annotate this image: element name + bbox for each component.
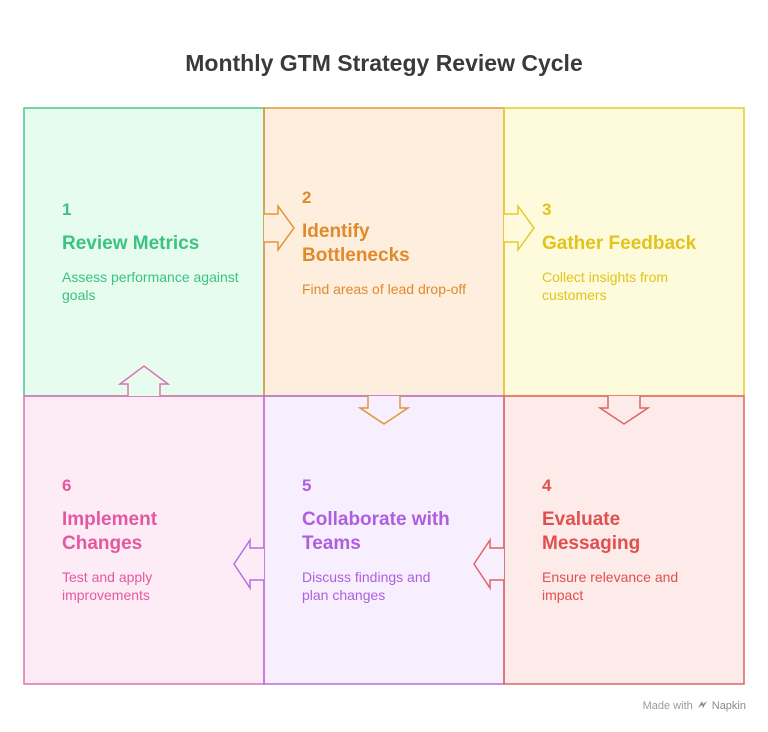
cell-6 (24, 396, 264, 684)
step-description: Find areas of lead drop-off (302, 281, 466, 297)
arrow-right-2-3 (504, 203, 535, 253)
step-6: 6 Implement Changes Test and apply impro… (62, 476, 222, 604)
arrow-right-1-2 (264, 203, 295, 253)
step-description: Discuss findings and plan changes (302, 569, 431, 603)
footer-brand: Napkin (711, 700, 746, 712)
arrow-left-4-5 (473, 537, 504, 591)
step-heading: Identify Bottlenecks (302, 221, 410, 266)
napkin-logo-icon (697, 699, 708, 713)
step-description: Collect insights from customers (542, 269, 669, 303)
step-number: 1 (62, 200, 72, 219)
cell-2 (264, 108, 504, 396)
step-heading: Review Metrics (62, 233, 200, 254)
step-heading: Evaluate Messaging (542, 509, 641, 554)
cell-3 (504, 108, 744, 396)
step-number: 3 (542, 200, 552, 219)
cell-4 (504, 396, 744, 684)
step-1: 1 Review Metrics Assess performance agai… (62, 200, 262, 304)
step-5: 5 Collaborate with Teams Discuss finding… (302, 476, 472, 604)
step-number: 4 (542, 476, 552, 495)
diagram-title: Monthly GTM Strategy Review Cycle (185, 50, 583, 76)
step-number: 6 (62, 476, 72, 495)
footer-credit: Made with Napkin (643, 699, 746, 713)
step-heading: Collaborate with Teams (302, 509, 450, 554)
arrow-down-2-5 (357, 396, 411, 425)
footer-made-with: Made with (642, 700, 693, 712)
step-number: 2 (302, 188, 312, 207)
step-4: 4 Evaluate Messaging Ensure relevance an… (542, 476, 712, 604)
cell-1 (24, 108, 264, 396)
step-description: Ensure relevance and impact (542, 569, 679, 603)
step-3: 3 Gather Feedback Collect insights from … (542, 200, 742, 304)
step-heading: Gather Feedback (542, 233, 697, 254)
arrow-down-3-4 (597, 396, 651, 425)
step-2: 2 Identify Bottlenecks Find areas of lea… (302, 188, 482, 298)
step-heading: Implement Changes (62, 509, 158, 554)
arrow-left-5-6 (233, 537, 264, 591)
step-description: Assess performance against goals (62, 269, 239, 303)
cell-5 (264, 396, 504, 684)
step-description: Test and apply improvements (62, 569, 153, 603)
step-number: 5 (302, 476, 312, 495)
arrow-up-6-1 (117, 365, 171, 396)
